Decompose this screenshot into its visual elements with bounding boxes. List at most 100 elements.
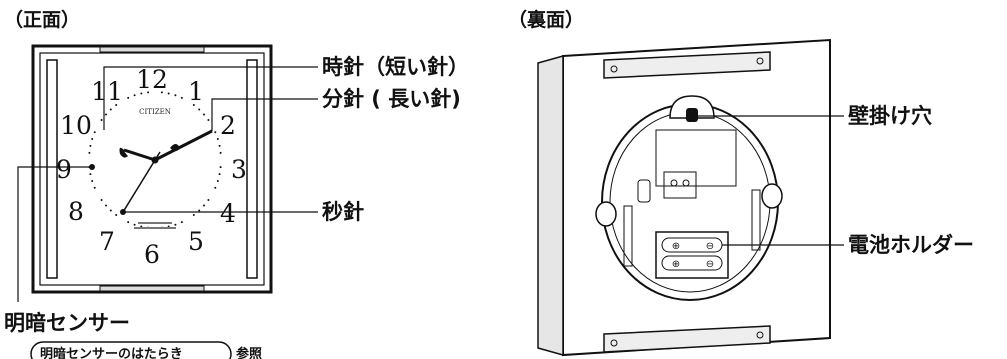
numeral-7: 7 — [99, 227, 115, 256]
minute-dot — [109, 108, 112, 111]
minute-dot — [167, 92, 170, 95]
numeral-12: 12 — [136, 65, 168, 94]
minute-dot — [133, 94, 136, 97]
minute-dot — [214, 186, 217, 189]
minute-dot — [216, 180, 219, 182]
back-top-bar — [603, 51, 771, 79]
minute-dot — [147, 91, 150, 94]
light-sensor-leader — [17, 166, 92, 302]
minute-dot — [198, 108, 201, 111]
minute-dot — [174, 94, 177, 97]
right-ear — [761, 183, 783, 209]
back-bottom-bar — [603, 325, 771, 353]
right-bracket — [751, 189, 761, 251]
minute-dot — [207, 119, 210, 121]
battery-holder — [655, 231, 729, 279]
bottom-bar — [99, 285, 205, 292]
minute-dots — [88, 91, 222, 229]
minute-dot — [198, 209, 201, 212]
numeral-3: 3 — [231, 155, 247, 184]
hour-hand-ornament — [119, 147, 128, 158]
numeral-6: 6 — [144, 240, 160, 269]
hanging-hole-label: 壁掛け穴 — [848, 104, 932, 128]
switch-panel — [663, 171, 697, 199]
minute-dot — [93, 131, 96, 134]
bottom-screw-right — [756, 331, 764, 339]
minute-hand-ornament — [170, 144, 180, 151]
brand-logo: CITIZEN — [139, 108, 171, 116]
bottom-screw-left — [610, 339, 618, 347]
battery-minus-icon: ⊖ — [706, 241, 714, 252]
reference-box — [30, 341, 232, 359]
numeral-2: 2 — [220, 111, 236, 140]
minute-dot — [109, 209, 112, 212]
left-ear — [595, 201, 617, 227]
dial-small-print — [138, 222, 172, 224]
minute-dot — [91, 180, 94, 182]
hour-hand-leader — [103, 66, 318, 130]
minute-dot — [127, 221, 130, 224]
minute-dot — [219, 151, 222, 154]
hanging-hole — [686, 108, 698, 122]
minute-dot — [140, 92, 143, 95]
reference-suffix: 参照 — [236, 346, 262, 359]
minute-dot — [89, 173, 92, 176]
minute-dot — [105, 204, 107, 207]
top-bar — [99, 46, 205, 53]
minute-dot — [115, 104, 118, 106]
left-pillar — [46, 59, 58, 279]
minute-dot — [160, 91, 163, 94]
minute-dot — [216, 138, 219, 140]
minute-dot — [100, 119, 103, 121]
minute-dot — [180, 96, 183, 99]
minute-dot — [192, 104, 195, 106]
back-clock: ⊕ ⊖ ⊕ ⊖ — [537, 38, 844, 357]
second-hand-label: 秒針 — [322, 200, 364, 224]
hour-hand — [123, 148, 156, 162]
minute-dot — [203, 204, 205, 207]
minute-dot — [133, 223, 136, 226]
switch-1 — [670, 179, 678, 187]
minute-dot — [93, 186, 96, 189]
top-screw-right — [756, 57, 764, 65]
minute-dot — [207, 199, 210, 201]
front-clock: 12 1 2 3 4 5 6 7 8 9 10 11 CITIZEN — [17, 44, 318, 302]
minute-dot — [214, 131, 217, 134]
minute-dot — [218, 173, 221, 176]
left-bracket — [623, 205, 633, 267]
minute-dot — [100, 199, 103, 201]
minute-dot — [180, 221, 183, 224]
numeral-10: 10 — [60, 111, 92, 140]
center-pin — [151, 156, 159, 164]
minute-dot — [89, 144, 92, 147]
switch-2 — [682, 179, 690, 187]
minute-dot — [219, 166, 222, 169]
light-sensor-label: 明暗センサー — [4, 311, 130, 335]
clock-inner-frame — [39, 52, 265, 286]
minute-dot — [203, 113, 205, 116]
hanging-tab — [669, 95, 715, 119]
dial-small-print-2 — [134, 227, 176, 229]
battery-plus-icon-2: ⊕ — [672, 259, 680, 270]
numeral-9: 9 — [56, 155, 72, 184]
battery-2 — [661, 255, 723, 271]
minute-dot — [91, 138, 94, 140]
numeral-1: 1 — [188, 77, 204, 106]
minute-dot — [115, 214, 118, 216]
numeral-8: 8 — [68, 197, 84, 226]
numeral-11: 11 — [91, 77, 123, 106]
reference-box-text: 明暗センサーのはたらき — [40, 346, 183, 359]
numeral-4: 4 — [220, 199, 236, 228]
front-heading: （正面） — [4, 8, 80, 31]
minute-dot — [174, 223, 177, 226]
numeral-5: 5 — [188, 227, 204, 256]
minute-dot — [218, 144, 221, 147]
right-pillar — [246, 59, 258, 279]
hour-hand-label: 時針（短い針） — [322, 55, 469, 79]
back-heading: （裏面） — [508, 8, 584, 31]
side-button — [637, 179, 651, 203]
top-screw-left — [610, 65, 618, 73]
minute-hand-leader — [211, 98, 318, 131]
clock-frame — [31, 44, 273, 294]
